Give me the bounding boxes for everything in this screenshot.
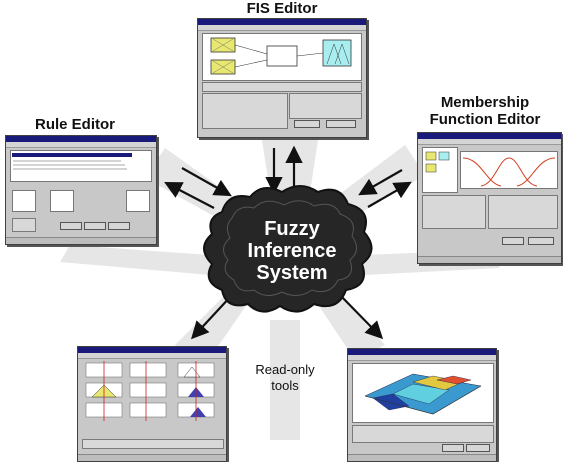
fis-editor-info-row (202, 82, 362, 92)
add-rule-button[interactable] (84, 222, 106, 230)
surface-axis-panel (352, 425, 494, 443)
fis-block-diagram (210, 37, 352, 75)
rule-viewer-statusbar (78, 454, 226, 461)
ray-lower-right (315, 290, 385, 360)
rule-editor-window (5, 135, 157, 245)
surface-viewer-menubar (348, 355, 496, 361)
rule-input-list-2[interactable] (50, 190, 74, 212)
mf-editor-menubar (418, 139, 561, 145)
fis-editor-window (197, 18, 367, 138)
arrow-fis-to-mf (367, 181, 412, 208)
rule-editor-menubar (6, 142, 156, 148)
mf-editor-statusbar (418, 256, 561, 263)
rule-viewer-titlebar (78, 347, 226, 353)
fis-editor-titlebar (198, 19, 366, 25)
surface-plot-area (352, 363, 494, 423)
mf-help-button[interactable] (502, 237, 524, 245)
center-label-line-2: Inference (247, 240, 337, 262)
surface-viewer-titlebar (348, 349, 496, 355)
surface-viewer-window (347, 348, 497, 462)
readonly-label-line-1: Read-only (255, 362, 315, 377)
rule-viewer-input-panel (82, 439, 224, 449)
ray-left (60, 245, 210, 275)
fis-cloud-highlight (223, 200, 357, 296)
mf-editor-label-line-1: Membership (440, 94, 530, 111)
mf-variable-selector (422, 147, 458, 193)
fis-editor-diagram-area (202, 33, 362, 81)
ray-down (270, 320, 300, 440)
rule-viewer-menubar (78, 353, 226, 359)
mf-editor-titlebar (418, 133, 561, 139)
rule-list[interactable] (10, 150, 152, 182)
center-label: Fuzzy Inference System (228, 218, 356, 284)
fis-editor-variable-panel (289, 93, 362, 119)
mf-editor-window (417, 132, 562, 264)
mf-close-button[interactable] (528, 237, 554, 245)
readonly-label-line-2: tools (271, 378, 299, 393)
rule-connection-panel (12, 218, 36, 232)
fis-close-button[interactable] (326, 120, 356, 128)
mf-editor-label: Membership Function Editor (410, 94, 560, 128)
surface-close-button[interactable] (466, 444, 490, 452)
ray-upper-left (145, 148, 245, 225)
arrow-fis-to-rule (164, 181, 215, 209)
fis-editor-methods-panel (202, 93, 288, 129)
rule-block (266, 45, 298, 67)
arrow-to-rule-viewer (191, 294, 233, 340)
surface-help-button[interactable] (442, 444, 464, 452)
arrow-rule-to-fis (181, 167, 232, 197)
rule-editor-statusbar (6, 237, 156, 244)
mf-current-mf-panel (488, 195, 558, 229)
surface-viewer-statusbar (348, 454, 496, 461)
change-rule-button[interactable] (108, 222, 130, 230)
fis-help-button[interactable] (294, 120, 320, 128)
center-label-line-1: Fuzzy (264, 218, 320, 240)
rule-viewer-plots (85, 361, 215, 421)
arrows (164, 145, 412, 340)
rule-editor-label: Rule Editor (34, 116, 115, 133)
fis-editor-menubar (198, 25, 366, 31)
arrow-mf-to-fis (358, 169, 403, 196)
surface-plot (364, 373, 482, 415)
rule-input-list-1[interactable] (12, 190, 36, 212)
center-label-line-3: System (256, 262, 328, 284)
mf-curves (462, 157, 556, 187)
fis-cloud (203, 185, 373, 313)
mf-current-variable-panel (422, 195, 486, 229)
delete-rule-button[interactable] (60, 222, 82, 230)
rule-editor-titlebar (6, 136, 156, 142)
arrow-to-surface-viewer (339, 294, 384, 340)
mf-plot-area (460, 151, 558, 189)
mf-editor-label-line-2: Function Editor (429, 111, 541, 128)
fis-editor-label: FIS Editor (246, 0, 318, 17)
rule-output-list[interactable] (126, 190, 150, 212)
readonly-tools-label: Read-only tools (252, 362, 318, 394)
rule-viewer-window (77, 346, 227, 462)
